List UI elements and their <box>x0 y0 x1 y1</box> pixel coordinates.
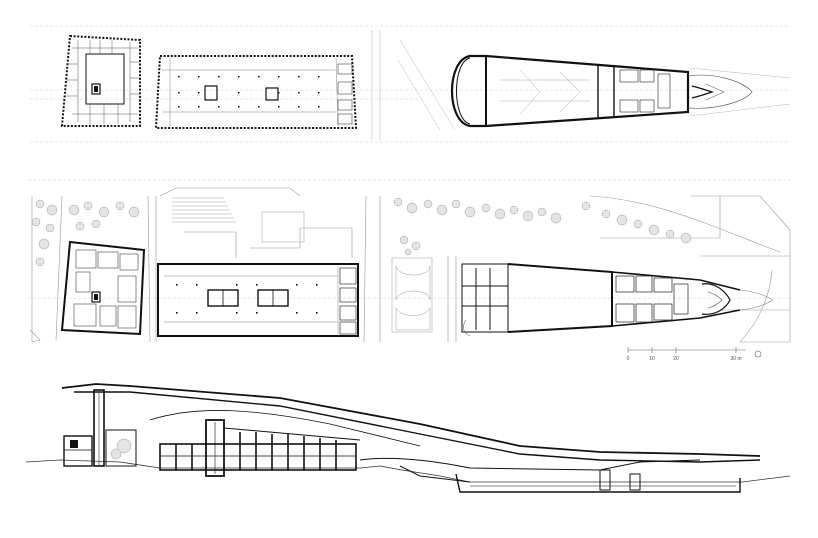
section-long-building <box>159 419 361 477</box>
north-arrow-icon <box>754 350 762 358</box>
section-roof-top <box>61 383 761 457</box>
upper-floor-plan <box>30 25 791 143</box>
scale-tick-10: 10 <box>649 356 655 362</box>
scale-tick-0: 0 <box>627 356 630 362</box>
ground-plan-steps-hatch <box>172 197 236 223</box>
upper-plan-axis-lines <box>30 25 790 143</box>
section-roof-underside <box>74 391 761 463</box>
ground-plan-trees <box>31 197 692 267</box>
section-underground-platform <box>455 469 741 493</box>
upper-plan-site-lines <box>371 30 791 140</box>
upper-long-block <box>154 55 358 129</box>
ground-terminal-building <box>461 263 773 337</box>
longitudinal-section <box>25 383 791 493</box>
ground-long-block <box>157 263 359 337</box>
ground-small-block <box>60 240 146 336</box>
ground-plan-site-lines <box>29 187 791 343</box>
section-ground-line <box>25 459 791 483</box>
ground-floor-plan: 0 10 20 30 m <box>28 179 791 362</box>
upper-small-block <box>60 34 141 127</box>
scale-bar: 0 10 20 30 m <box>627 347 762 362</box>
scale-tick-20: 20 <box>673 356 679 362</box>
upper-terminal-building <box>451 54 753 128</box>
section-small-building <box>63 429 137 467</box>
ground-plan-axis-lines <box>28 179 790 299</box>
scale-tick-30: 30 m <box>730 356 741 362</box>
